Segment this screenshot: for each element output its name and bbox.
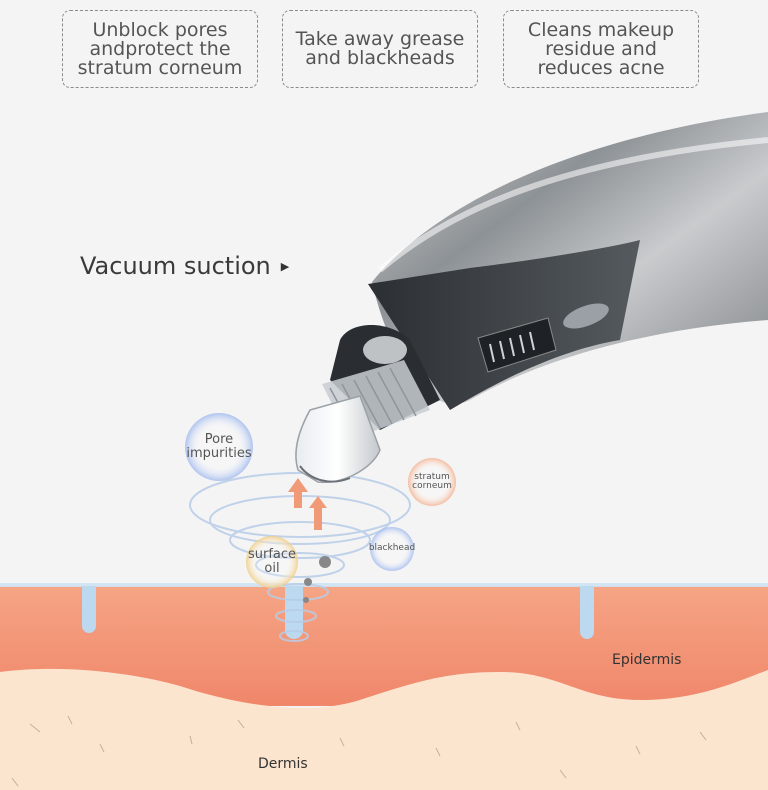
feature-line: Unblock pores — [92, 18, 228, 41]
bubble-stratum — [408, 458, 456, 506]
feature-line: reduces acne — [537, 56, 665, 79]
suction-swirl — [189, 472, 411, 642]
bubble-line: Pore — [204, 432, 234, 448]
bubble-surface — [246, 536, 298, 588]
bubble-line: corneum — [412, 481, 452, 491]
feature-line: Take away grease — [295, 28, 465, 50]
bubble-line: impurities — [186, 446, 252, 461]
feature-unblock-pores: Unblock pores andprotect the stratum cor… — [62, 10, 258, 88]
bubble-line: blackhead — [368, 543, 416, 554]
feature-line: andprotect the — [89, 37, 231, 60]
label-dermis: Dermis — [258, 756, 308, 772]
feature-line: residue and — [545, 37, 657, 60]
feature-line: stratum corneum — [77, 56, 243, 79]
bubble-line: stratum — [414, 471, 450, 482]
bubble-blackhead — [370, 527, 414, 571]
play-arrow-icon: ▶ — [280, 259, 290, 273]
label-blackhead: blackhead — [368, 542, 416, 556]
bubble-pore — [185, 413, 253, 481]
label-epidermis: Epidermis — [612, 652, 682, 668]
dermis-fibers — [11, 715, 707, 787]
bubble-line: surface — [247, 547, 297, 563]
feature-line: and blackheads — [305, 47, 455, 69]
feature-remove-grease: Take away grease and blackheads — [282, 10, 478, 88]
suction-arrows — [288, 478, 327, 530]
impurity-particles — [303, 556, 331, 603]
blackhead-remover-device — [295, 112, 768, 484]
dermis-layer — [0, 668, 768, 790]
bubble-line: oil — [264, 561, 280, 576]
vacuum-suction-heading: Vacuum suction ▶ — [80, 252, 289, 280]
feature-line: Cleans makeup — [527, 18, 675, 41]
feature-clean-makeup: Cleans makeup residue and reduces acne — [503, 10, 699, 88]
heading-text: Vacuum suction — [80, 252, 271, 280]
